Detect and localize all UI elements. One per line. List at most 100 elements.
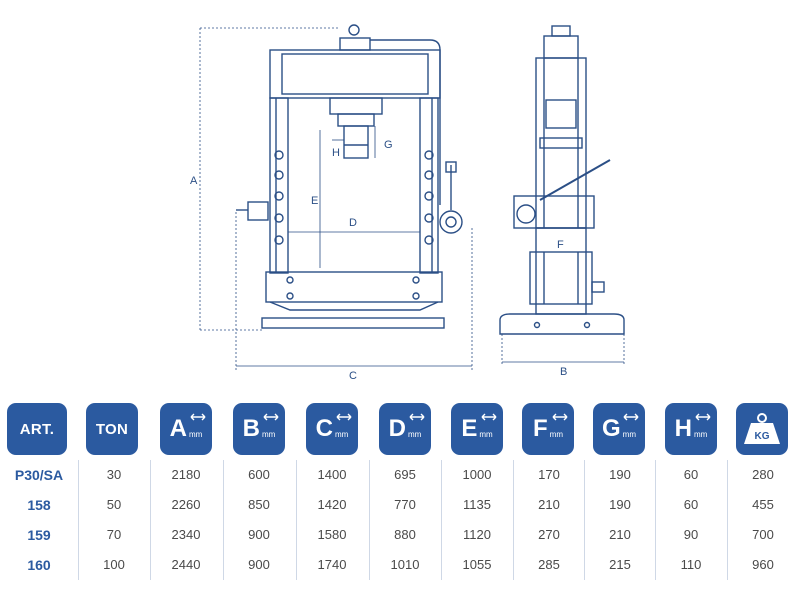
cell-kg: 700 xyxy=(752,527,774,542)
cell-e: 1135 xyxy=(463,497,491,512)
table-row: 158 50 2260 850 1420 770 1135 210 190 60… xyxy=(0,490,804,520)
header-h: H mm xyxy=(665,403,717,455)
cell-g: 190 xyxy=(609,497,631,512)
header-f: F mm xyxy=(522,403,574,455)
cell-b: 600 xyxy=(248,467,270,482)
double-arrow-icon xyxy=(481,413,497,421)
cell-a: 2260 xyxy=(171,497,201,512)
cell-ton: 100 xyxy=(103,557,125,572)
cell-h: 90 xyxy=(683,527,699,542)
table-row: 160 100 2440 900 1740 1010 1055 285 215 … xyxy=(0,550,804,580)
double-arrow-icon xyxy=(552,413,568,421)
header-b-unit: mm xyxy=(262,429,276,439)
double-arrow-icon xyxy=(623,413,639,421)
dim-label-g: G xyxy=(384,139,393,151)
cell-kg: 960 xyxy=(752,557,774,572)
column-divider xyxy=(441,460,442,580)
dim-label-a: A xyxy=(190,175,198,187)
cell-g: 215 xyxy=(609,557,631,572)
header-g: G mm xyxy=(593,403,645,455)
cell-h: 60 xyxy=(683,467,699,482)
press-technical-drawing: A C D E G H F B xyxy=(190,24,625,382)
header-d-letter: D xyxy=(388,415,406,442)
cell-d: 770 xyxy=(394,497,416,512)
cell-ton: 30 xyxy=(106,467,122,482)
cell-g: 210 xyxy=(609,527,631,542)
header-c-unit: mm xyxy=(335,429,349,439)
header-h-unit: mm xyxy=(694,429,708,439)
cell-art: 160 xyxy=(27,557,51,573)
column-divider xyxy=(296,460,297,580)
dim-label-b: B xyxy=(560,366,567,378)
cell-ton: 50 xyxy=(106,497,122,512)
cell-c: 1400 xyxy=(317,467,347,482)
dim-label-h: H xyxy=(332,147,340,159)
header-d-unit: mm xyxy=(408,429,422,439)
side-view xyxy=(499,25,625,366)
header-d: D mm xyxy=(379,403,431,455)
header-f-letter: F xyxy=(533,415,548,442)
dim-label-e: E xyxy=(311,195,318,207)
double-arrow-icon xyxy=(695,413,711,421)
cell-c: 1740 xyxy=(317,557,347,572)
double-arrow-icon xyxy=(409,413,425,421)
cell-g: 190 xyxy=(609,467,631,482)
double-arrow-icon xyxy=(190,413,206,421)
header-c-letter: C xyxy=(315,415,333,442)
table-header: ART. TON A mm B mm C mm D mm E mm xyxy=(0,398,804,460)
cell-art: 159 xyxy=(27,527,51,543)
header-e-letter: E xyxy=(461,415,478,442)
header-e-unit: mm xyxy=(479,429,493,439)
cell-d: 695 xyxy=(394,467,416,482)
cell-ton: 70 xyxy=(106,527,122,542)
header-ton-label: TON xyxy=(95,420,129,438)
header-ton: TON xyxy=(86,403,138,455)
header-e: E mm xyxy=(451,403,503,455)
dim-label-c: C xyxy=(349,370,357,382)
header-f-unit: mm xyxy=(549,429,563,439)
dim-label-f: F xyxy=(557,239,564,251)
header-h-letter: H xyxy=(674,415,692,442)
cell-h: 110 xyxy=(680,557,702,572)
double-arrow-icon xyxy=(336,413,352,421)
header-b-letter: B xyxy=(242,415,260,442)
front-view xyxy=(199,24,473,370)
header-a-letter: A xyxy=(169,415,187,442)
header-art-label: ART. xyxy=(19,420,55,438)
cell-a: 2440 xyxy=(171,557,201,572)
spec-table: ART. TON A mm B mm C mm D mm E mm xyxy=(0,398,804,588)
cell-f: 270 xyxy=(538,527,560,542)
cell-a: 2340 xyxy=(171,527,201,542)
cell-a: 2180 xyxy=(171,467,201,482)
header-kg-label: KG xyxy=(754,430,770,442)
cell-d: 880 xyxy=(394,527,416,542)
dim-label-d: D xyxy=(349,217,357,229)
header-c: C mm xyxy=(306,403,358,455)
header-a: A mm xyxy=(160,403,212,455)
cell-kg: 280 xyxy=(752,467,774,482)
header-g-unit: mm xyxy=(622,429,636,439)
cell-b: 850 xyxy=(248,497,270,512)
header-b: B mm xyxy=(233,403,285,455)
table-row: 159 70 2340 900 1580 880 1120 270 210 90… xyxy=(0,520,804,550)
cell-kg: 455 xyxy=(752,497,774,512)
double-arrow-icon xyxy=(263,413,279,421)
column-divider xyxy=(223,460,224,580)
cell-f: 210 xyxy=(538,497,560,512)
column-divider xyxy=(78,460,79,580)
cell-c: 1580 xyxy=(317,527,347,542)
cell-e: 1055 xyxy=(462,557,492,572)
header-g-letter: G xyxy=(602,415,621,442)
weight-icon xyxy=(744,413,780,444)
cell-b: 900 xyxy=(248,557,270,572)
cell-art: 158 xyxy=(27,497,51,513)
column-divider xyxy=(727,460,728,580)
column-divider xyxy=(369,460,370,580)
cell-b: 900 xyxy=(248,527,270,542)
column-divider xyxy=(584,460,585,580)
cell-d: 1010 xyxy=(390,557,420,572)
cell-h: 60 xyxy=(683,497,699,512)
column-divider xyxy=(513,460,514,580)
cell-e: 1000 xyxy=(462,467,492,482)
header-kg: KG xyxy=(736,403,788,455)
